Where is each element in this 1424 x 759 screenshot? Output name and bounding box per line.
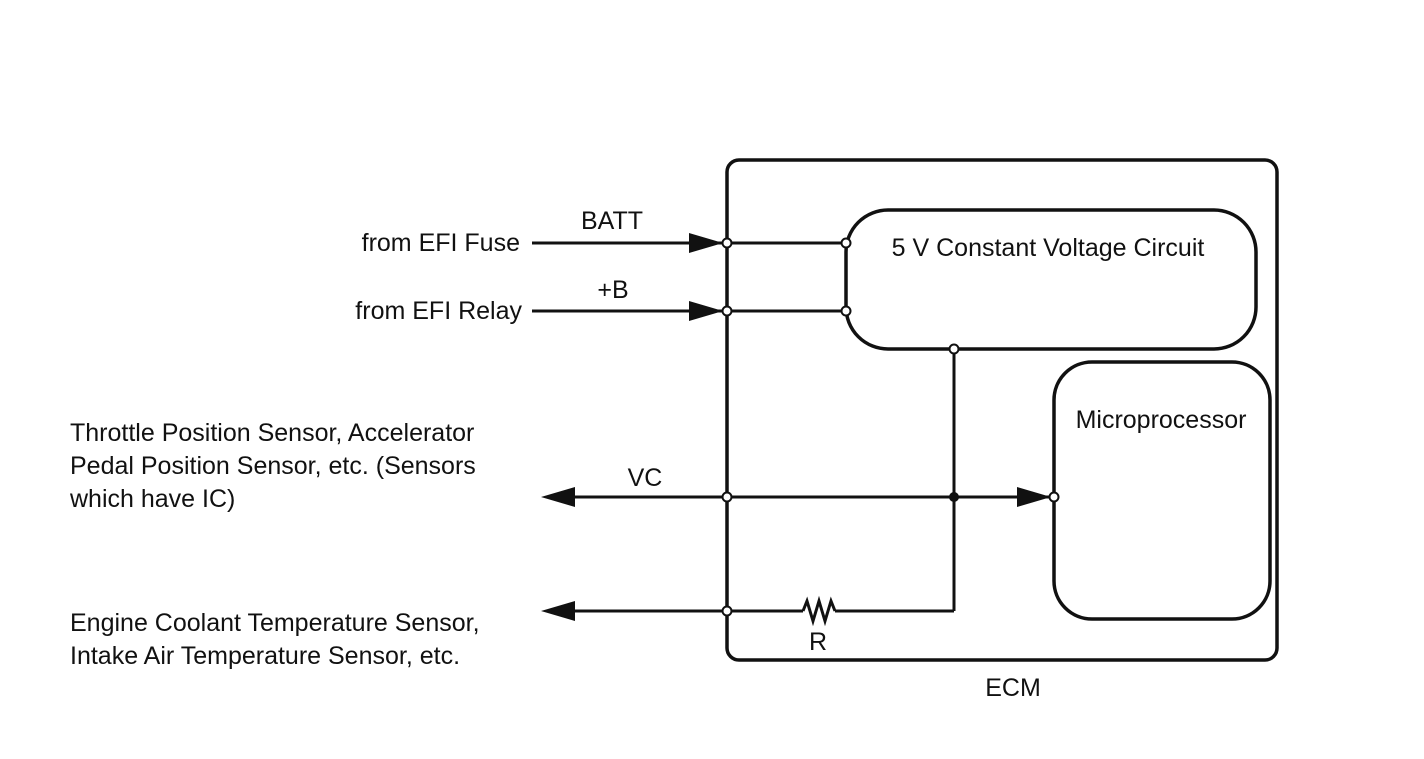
vc-destination-line: Throttle Position Sensor, Accelerator [70,419,474,447]
ecm-label: ECM [985,674,1041,702]
resistor-output-arrow [541,601,575,621]
resistor-symbol [801,595,837,627]
resistor-destination-label: Engine Coolant Temperature Sensor, Intak… [70,609,486,670]
constant-voltage-circuit-box [844,208,1258,351]
vc-destination-label: Throttle Position Sensor, Accelerator Pe… [69,419,483,513]
vc-microprocessor-arrow [1017,487,1051,507]
plus-b-circuit-terminal [840,305,852,317]
ecm-box [725,158,1279,662]
microprocessor-box [1052,360,1272,621]
microprocessor-label: Microprocessor [1076,406,1247,434]
resistor-label: R [809,628,827,656]
plus-b-ecm-terminal [721,305,733,317]
plus-b-source-label: from EFI Relay [355,297,522,325]
plus-b-signal-label: +B [597,276,628,304]
batt-signal-label: BATT [581,207,643,235]
batt-ecm-terminal [721,237,733,249]
batt-circuit-terminal [840,237,852,249]
microprocessor-input-terminal [1048,491,1060,503]
vc-destination-line: which have IC) [69,485,235,513]
resistor-destination-line: Engine Coolant Temperature Sensor, [70,609,480,637]
resistor-ecm-terminal [721,605,733,617]
batt-arrow [689,233,723,253]
vc-output-arrow [541,487,575,507]
constant-voltage-circuit-label: 5 V Constant Voltage Circuit [892,234,1205,262]
plus-b-arrow [689,301,723,321]
vc-signal-label: VC [628,464,663,492]
vc-ecm-terminal [721,491,733,503]
regulator-output-terminal [948,343,960,355]
batt-source-label: from EFI Fuse [362,229,520,257]
vc-destination-line: Pedal Position Sensor, etc. (Sensors [70,452,476,480]
resistor-destination-line: Intake Air Temperature Sensor, etc. [70,642,460,670]
vc-junction-dot [949,492,959,502]
